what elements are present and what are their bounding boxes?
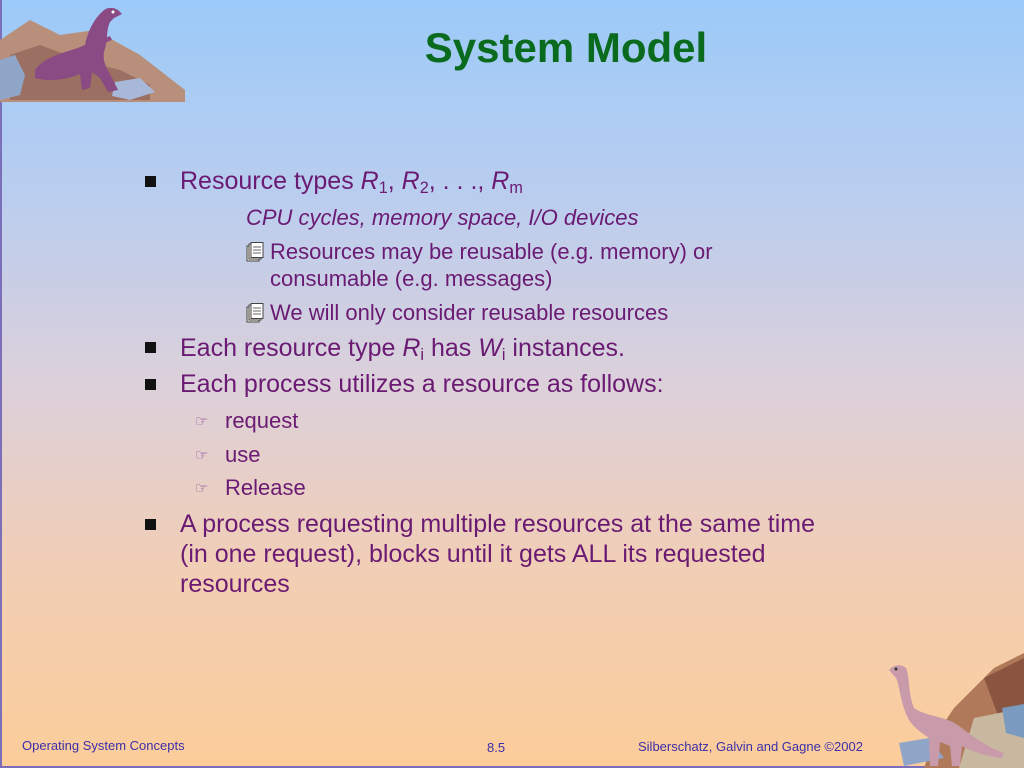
instance-symbol: W — [478, 334, 502, 362]
subscript: 1 — [378, 179, 388, 198]
dinosaur-illustration-top-left — [0, 7, 185, 102]
book-icon — [245, 303, 265, 331]
footer-course-name: Operating System Concepts — [22, 738, 185, 753]
slide-title-container: System Model — [0, 24, 1024, 72]
bullet-resource-types: Resource types R1, R2, . . ., Rm — [180, 167, 523, 198]
square-bullet-icon — [145, 519, 156, 530]
step-request: request — [225, 408, 299, 433]
subscript: i — [420, 346, 425, 365]
square-bullet-icon — [145, 342, 156, 353]
subscript: i — [501, 346, 506, 365]
bullet-text: instances. — [505, 334, 625, 362]
bullet-text: has — [424, 334, 479, 362]
subscript: 2 — [419, 179, 429, 198]
subscript: m — [509, 179, 523, 198]
step-release: Release — [225, 475, 306, 500]
resource-symbol: R — [401, 167, 420, 195]
reusable-consumable-line-2: consumable (e.g. messages) — [270, 266, 553, 291]
bullet-text: Resource types — [180, 167, 361, 195]
slide-content: Resource types R1, R2, . . ., Rm CPU cyc… — [145, 167, 816, 598]
example-text: CPU cycles, memory space, I/O devices — [246, 205, 639, 230]
bullet-text: Each resource type — [180, 334, 403, 362]
square-bullet-icon — [145, 176, 156, 187]
bullet-process-utilizes: Each process utilizes a resource as foll… — [180, 370, 664, 398]
bullet-multiple-resources-line-3: resources — [180, 570, 290, 598]
resource-symbol: R — [402, 334, 421, 362]
square-bullet-icon — [145, 379, 156, 390]
reusable-consumable-line-1: Resources may be reusable (e.g. memory) … — [270, 239, 713, 264]
pointing-hand-icon: ☞ — [195, 413, 209, 430]
bullet-multiple-resources-line-1: A process requesting multiple resources … — [180, 510, 816, 538]
pointing-hand-icon: ☞ — [195, 480, 209, 497]
dinosaur-illustration-bottom-right — [889, 653, 1024, 768]
bullet-instances: Each resource type Ri has Wi instances. — [180, 334, 625, 365]
resource-symbol: R — [360, 167, 379, 195]
footer-copyright: Silberschatz, Galvin and Gagne ©2002 — [638, 739, 863, 754]
pointing-hand-icon: ☞ — [195, 447, 209, 464]
footer-slide-number: 8.5 — [487, 740, 506, 755]
resource-symbol: R — [491, 167, 510, 195]
resource-examples: CPU cycles, memory space, I/O devices — [246, 205, 638, 231]
separator: , — [387, 167, 402, 195]
separator: , . . ., — [428, 167, 492, 195]
reusable-only-line: We will only consider reusable resources — [270, 300, 669, 325]
step-use: use — [225, 442, 261, 467]
bullet-multiple-resources-line-2: (in one request), blocks until it gets A… — [180, 540, 766, 568]
book-icon — [245, 242, 265, 270]
slide-title: System Model — [424, 24, 708, 71]
